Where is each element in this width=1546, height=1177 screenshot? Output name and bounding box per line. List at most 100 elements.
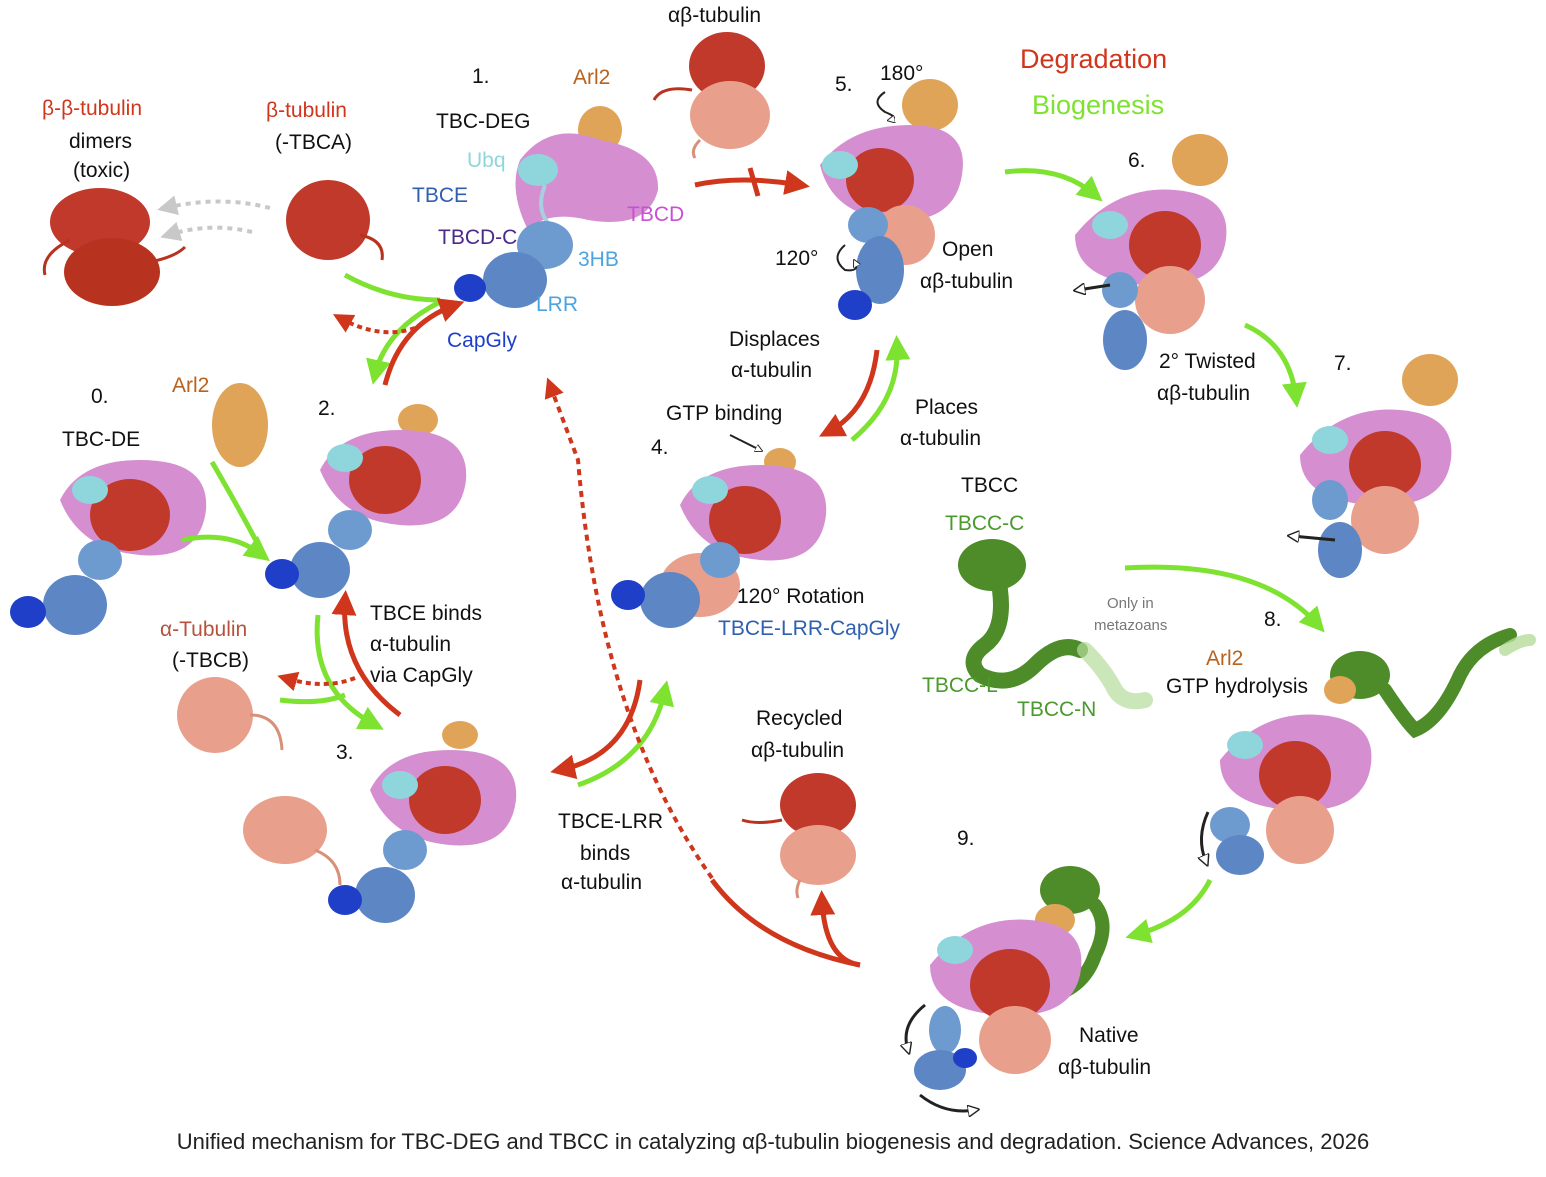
complex-step7 (1300, 354, 1458, 578)
green-arrow-5-to-6 (1004, 168, 1103, 202)
alpha-beta-tubulin-top-molecule (652, 32, 770, 159)
white-arrow-9a (906, 1003, 926, 1050)
label-ubq: Ubq (467, 149, 506, 172)
tbcc-molecule (958, 539, 1153, 710)
label-tbcd: TBCD (627, 203, 685, 226)
label-step0: 0. (91, 385, 109, 408)
label-gtp-binding: GTP binding (666, 402, 783, 425)
label-capgly: CapGly (447, 329, 518, 352)
green-arrow-arl2-to-2 (209, 460, 265, 554)
label-tbcd-c: TBCD-C (438, 226, 518, 249)
label-alpha-tbcb: (-TBCB) (172, 649, 249, 672)
rotation-arrow-180 (876, 91, 895, 120)
label-tbce-binds-1: TBCE binds (370, 602, 483, 625)
label-twisted-1: 2° Twisted (1159, 350, 1256, 373)
label-tbcc-c: TBCC-C (945, 512, 1025, 535)
grey-dotted-arrow-2 (160, 221, 253, 242)
red-dotted-arrow-alpha-out (277, 671, 356, 692)
green-arrow-6-to-7 (1243, 322, 1307, 408)
complex-step4 (611, 448, 827, 628)
complex-step5 (820, 79, 963, 320)
label-step8: 8. (1264, 608, 1282, 631)
label-tbcc-l: TBCC-L (922, 674, 998, 697)
label-beta-tbca: (-TBCA) (275, 131, 352, 154)
label-bb-dimers: dimers (69, 130, 133, 153)
label-step2: 2. (318, 397, 336, 420)
label-twisted-2: αβ-tubulin (1157, 382, 1251, 405)
label-only-in: Only in (1107, 595, 1154, 612)
label-bb-title: β-β-tubulin (42, 97, 143, 120)
label-step7: 7. (1334, 352, 1352, 375)
complex-step6 (1075, 134, 1228, 370)
green-arrow-2-to-3 (314, 614, 384, 730)
recycled-tubulin-molecule (741, 773, 856, 899)
label-tbcc-n: TBCC-N (1017, 698, 1097, 721)
red-arrow-tubulin-to-5 (694, 170, 810, 195)
gtp-open-arrow (729, 434, 760, 450)
label-step1: 1. (472, 65, 490, 88)
label-native-2: αβ-tubulin (1058, 1056, 1152, 1079)
label-arl2-top: Arl2 (573, 66, 611, 89)
green-arrow-1-to-2 (366, 299, 442, 385)
label-places-1: Places (915, 396, 979, 419)
red-arrow-9-curve (709, 878, 861, 968)
label-step4: 4. (651, 436, 669, 459)
green-arrow-3-to-4 (577, 680, 675, 788)
label-open-2: αβ-tubulin (920, 270, 1014, 293)
label-deg120: 120° (775, 247, 819, 270)
label-tbce-lrr-3: α-tubulin (561, 871, 643, 894)
figure-caption: Unified mechanism for TBC-DEG and TBCC i… (176, 1129, 1370, 1154)
complex-step2 (265, 404, 467, 598)
label-tbc-de: TBC-DE (62, 428, 141, 451)
complex-step8 (1210, 628, 1536, 875)
red-arrow-2-to-1 (382, 298, 465, 386)
label-tbc-deg: TBC-DEG (436, 110, 531, 133)
tbc-de-complex-step0 (10, 383, 268, 635)
beta-beta-dimer-molecule (42, 188, 187, 306)
tbc-deg-complex-step1 (454, 106, 659, 308)
complex-step9 (914, 866, 1110, 1090)
label-displaces-2: α-tubulin (731, 359, 813, 382)
green-arrow-4-to-5 (850, 335, 911, 442)
red-arrow-4-to-3 (550, 679, 643, 780)
white-arrow-9b (919, 1093, 975, 1111)
label-tbce-lrr-2: binds (580, 842, 631, 865)
label-step6: 6. (1128, 149, 1146, 172)
green-arrow-beta-to-2 (343, 272, 441, 303)
label-tbcc: TBCC (961, 474, 1019, 497)
label-step5: 5. (835, 73, 853, 96)
red-dotted-long-arrow (544, 377, 714, 880)
green-arrow-alpha-in (279, 692, 346, 705)
label-tbce: TBCE (412, 184, 469, 207)
label-bb-toxic: (toxic) (73, 159, 131, 182)
green-arrow-tbcc-to-8 (1124, 564, 1325, 633)
red-dotted-arrow-to-beta (332, 314, 416, 335)
rotation-arrow-120 (836, 244, 857, 272)
legend-biogenesis: Biogenesis (1032, 90, 1165, 120)
label-deg180: 180° (880, 62, 924, 85)
green-arrow-8-to-9 (1125, 878, 1213, 944)
beta-tubulin-molecule (286, 180, 384, 261)
label-native-1: Native (1079, 1024, 1139, 1047)
label-arl2-right: Arl2 (1206, 647, 1244, 670)
label-arl2-left: Arl2 (172, 374, 210, 397)
label-displaces-1: Displaces (729, 328, 821, 351)
label-gtp-hydrolysis: GTP hydrolysis (1166, 675, 1308, 698)
green-arrow-0-to-2 (181, 534, 270, 562)
label-beta-title: β-tubulin (266, 99, 347, 122)
label-step9: 9. (957, 827, 975, 850)
grey-dotted-arrow-1 (157, 195, 271, 215)
red-arrow-5-to-4 (819, 349, 880, 437)
label-rotation: 120° Rotation (737, 585, 865, 608)
complex-step3 (243, 721, 517, 923)
label-tbce-binds-2: α-tubulin (370, 633, 452, 656)
red-arrow-3-to-2 (331, 590, 402, 717)
white-arrow-8 (1201, 811, 1208, 862)
label-open-1: Open (942, 238, 994, 261)
label-step3: 3. (336, 741, 354, 764)
label-alpha-tub: α-Tubulin (160, 618, 248, 641)
label-recycled-2: αβ-tubulin (751, 739, 845, 762)
white-arrow-7 (1292, 536, 1336, 540)
label-tbce-binds-3: via CapGly (370, 664, 473, 687)
